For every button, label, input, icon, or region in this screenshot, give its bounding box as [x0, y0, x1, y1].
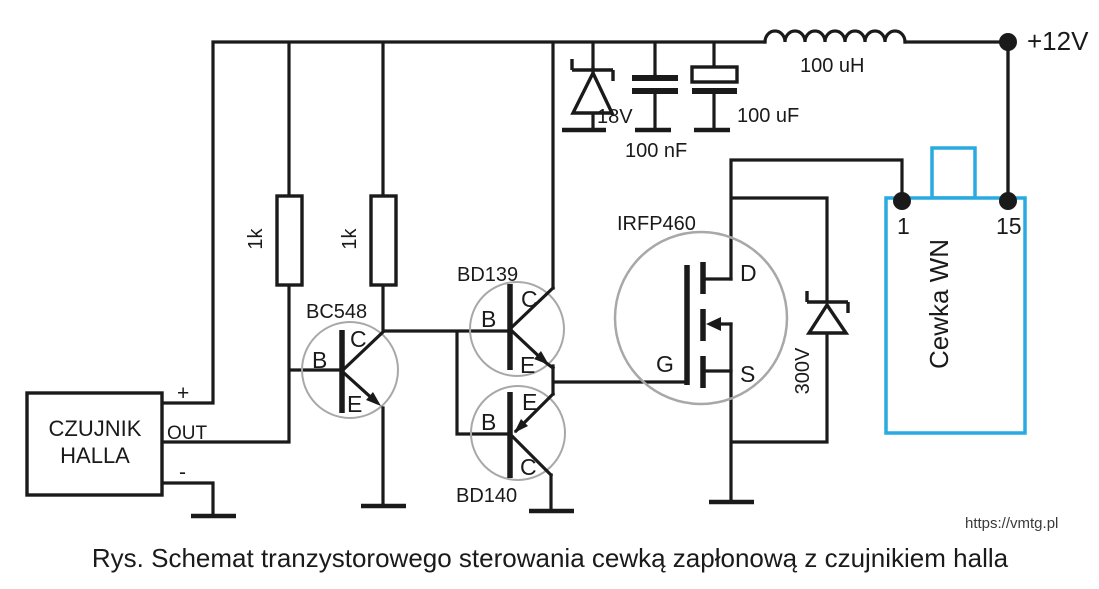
- bd140-b-label: B: [481, 409, 496, 435]
- wire-drain-net: [729, 158, 904, 302]
- wire-supply-rail: [161, 40, 767, 405]
- transistor-bd140: BD140 B E C: [456, 385, 566, 513]
- ignition-coil-block: Cewka WN 1 15: [884, 146, 1027, 435]
- capacitor-100uf: 100 uF: [690, 65, 799, 132]
- zener-300v-cathode-bar: [805, 291, 850, 313]
- hall-pin-out-label: OUT: [167, 423, 208, 444]
- mosfet-s-label: S: [740, 361, 755, 387]
- coil-pin15-label: 15: [996, 213, 1022, 239]
- coil-hv-terminal: [930, 146, 977, 200]
- transistor-bc548: BC548 B C E: [301, 301, 399, 508]
- bd139-label: BD139: [457, 264, 518, 286]
- bd140-c-label: C: [520, 454, 537, 480]
- junction-dot-pin1: [893, 192, 911, 210]
- bd140-circle: [470, 385, 566, 481]
- mosfet-d-label: D: [740, 260, 757, 286]
- coil-name: Cewka WN: [924, 239, 954, 369]
- resistor-r1-body: [275, 194, 304, 287]
- junction-dot-pin15: [999, 192, 1017, 210]
- wire-hall-minus: [161, 481, 215, 517]
- inductor-100uh: 100 uH: [763, 29, 907, 77]
- cap-100nf-label: 100 nF: [625, 140, 687, 162]
- mosfet-body-arrow: [706, 317, 721, 331]
- resistor-r2-body: [369, 194, 398, 287]
- zener-300v-label: 300V: [792, 347, 814, 394]
- bc548-circle: [301, 321, 399, 419]
- hall-sensor-box: [25, 391, 164, 497]
- ground-symbols: [191, 127, 754, 519]
- hall-sensor-block: CZUJNIK HALLA + OUT -: [25, 382, 208, 497]
- hall-pin-plus-label: +: [177, 382, 189, 405]
- supply-12v-label: +12V: [1027, 26, 1089, 56]
- bd139-e-label: E: [520, 352, 535, 378]
- resistor-r1: 1k: [245, 194, 304, 287]
- bd139-collector-diag: [509, 285, 556, 330]
- resistor-r2-label: 1k: [339, 227, 361, 249]
- hall-pin-minus-label: -: [179, 461, 186, 484]
- wire-source-net: [729, 322, 829, 502]
- mosfet-g-label: G: [656, 351, 674, 377]
- resistor-r2: 1k: [339, 194, 398, 287]
- inductor-label: 100 uH: [800, 55, 865, 77]
- hall-name-line2: HALLA: [60, 443, 130, 468]
- bd139-c-label: C: [521, 286, 538, 312]
- zener-300v: 300V: [792, 291, 850, 394]
- wire-q1-collector-net: [381, 283, 512, 436]
- bc548-c-label: C: [350, 326, 367, 352]
- bc548-emitter-arrow: [366, 392, 381, 406]
- bd140-e-label: E: [522, 389, 537, 415]
- figure-caption: Rys. Schemat tranzystorowego sterowania …: [92, 543, 1009, 573]
- wire-hall-out-net: [161, 283, 344, 444]
- bd140-emitter-arrow: [514, 419, 528, 433]
- inductor-coil: [763, 29, 907, 44]
- cap-100uf-label: 100 uF: [737, 105, 799, 127]
- source-url: https://vmtg.pl: [965, 515, 1058, 532]
- coil-box: [884, 196, 1027, 435]
- bc548-e-label: E: [347, 391, 362, 417]
- cap-100nf-plates: [632, 75, 678, 94]
- bd140-label: BD140: [456, 485, 517, 507]
- zener-18v-triangle: [570, 69, 615, 115]
- bd140-collector-diag: [509, 433, 554, 478]
- zener-300v-triangle: [805, 301, 850, 335]
- bc548-b-label: B: [312, 347, 327, 373]
- cap-100uf-positive-plate: [690, 65, 739, 84]
- bd139-emitter-arrow: [534, 351, 549, 365]
- mosfet-circle: [613, 230, 789, 406]
- transistor-bd139: BD139 B C E: [457, 264, 565, 378]
- capacitor-100nf: 100 nF: [625, 73, 687, 162]
- mosfet-label: IRFP460: [617, 213, 696, 235]
- bd139-b-label: B: [481, 306, 496, 332]
- coil-pin1-label: 1: [897, 213, 910, 239]
- zener-18v-cathode-bar: [570, 59, 615, 81]
- wire-emitter-gate-net: [551, 364, 689, 396]
- bc548-collector-diag: [341, 329, 386, 372]
- resistor-r1-label: 1k: [245, 227, 267, 249]
- zener-18v-label: 18V: [597, 106, 633, 128]
- mosfet-irfp460: IRFP460 G D S: [613, 213, 789, 406]
- junction-dot-12v: [999, 33, 1017, 51]
- bd139-circle: [469, 281, 565, 377]
- bc548-label: BC548: [306, 301, 367, 323]
- hall-name-line1: CZUJNIK: [49, 416, 142, 441]
- zener-18v: 18V: [570, 59, 633, 132]
